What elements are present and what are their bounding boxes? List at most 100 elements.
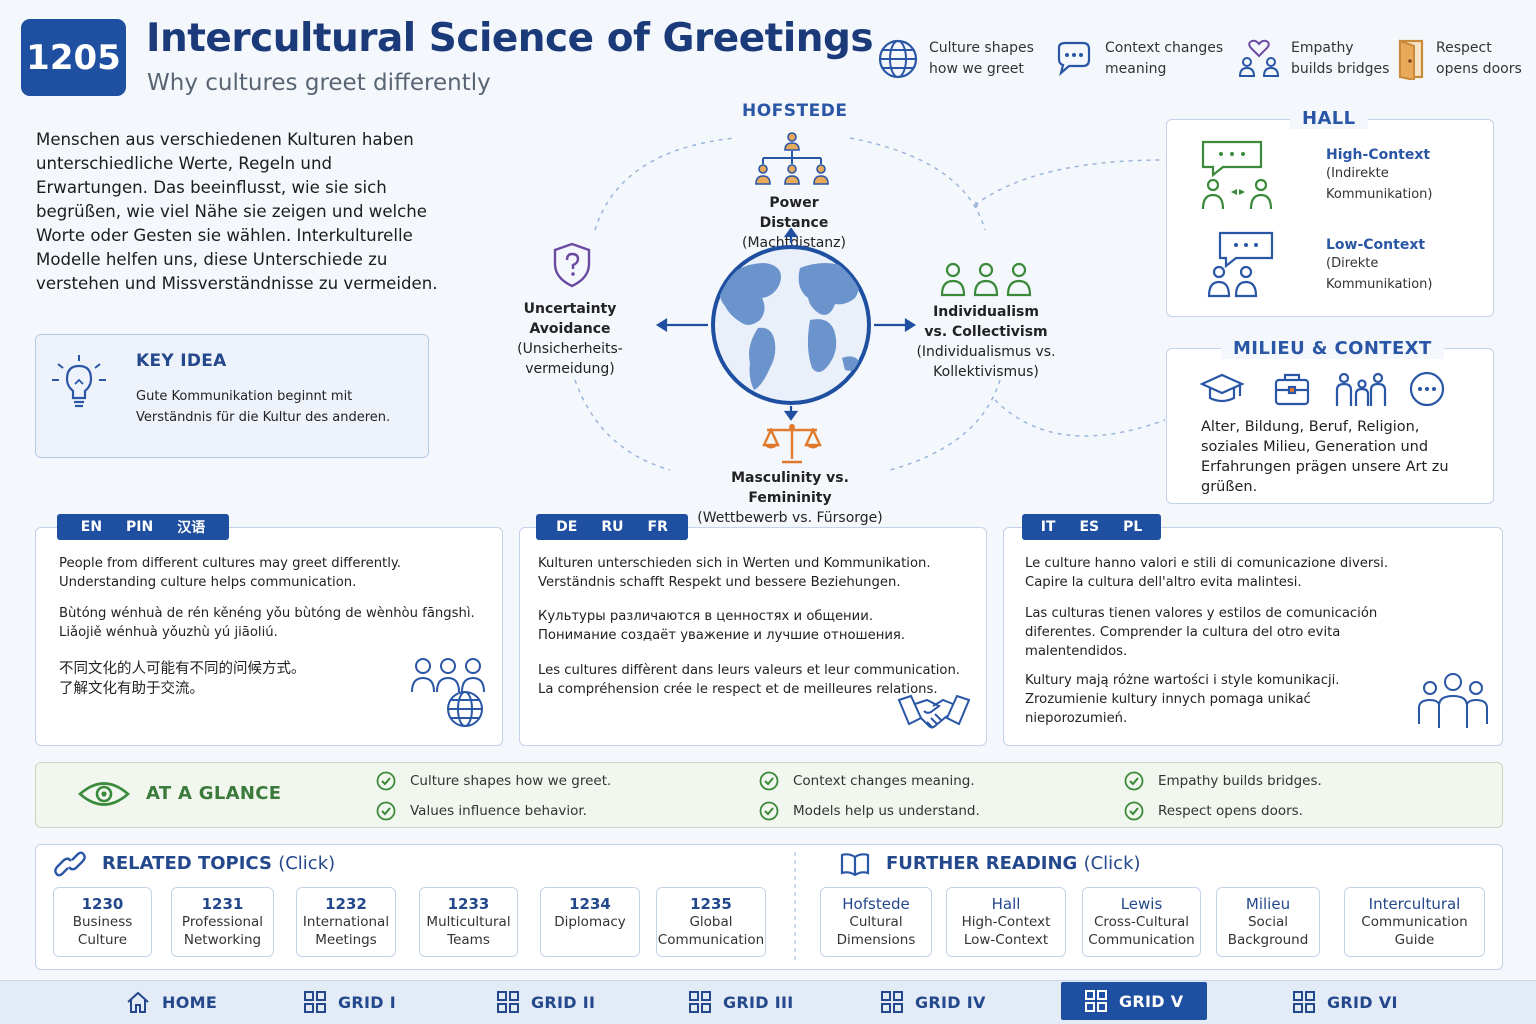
heart-people-icon	[1238, 39, 1280, 77]
nav-grid-1[interactable]: GRID I	[304, 981, 396, 1023]
card-line: Professional	[181, 914, 264, 930]
card-line: Teams	[447, 932, 490, 948]
language-text-3a: Le culture hanno valori e stili di comun…	[1025, 554, 1388, 592]
nav-grid-6[interactable]: GRID VI	[1293, 981, 1398, 1023]
glance-item-text: Models help us understand.	[793, 803, 980, 819]
glance-item-text: Context changes meaning.	[793, 773, 975, 789]
individualism-sub-2: Kollektivismus)	[933, 364, 1039, 380]
card-number: 1234	[569, 895, 611, 913]
nav-label: GRID IV	[915, 992, 986, 1012]
language-text-2b: Культуры различаются в ценностях и общен…	[538, 607, 905, 645]
language-text-1b: Bùtóng wénhuà de rén kěnéng yǒu bùtóng d…	[59, 604, 475, 642]
shield-question-icon	[553, 242, 591, 288]
card-line: Global	[689, 914, 733, 930]
language-tab: RU	[601, 519, 624, 535]
nav-grid-2[interactable]: GRID II	[497, 981, 595, 1023]
card-line: Dimensions	[836, 932, 916, 948]
intro-paragraph: Menschen aus verschiedenen Kulturen habe…	[36, 130, 438, 293]
card-line: Meetings	[315, 932, 377, 948]
glance-item: Models help us understand.	[759, 801, 980, 821]
glance-item-text: Respect opens doors.	[1158, 803, 1303, 819]
nav-label: GRID II	[531, 992, 596, 1012]
language-box-2	[519, 527, 987, 746]
nav-home[interactable]: HOME	[126, 981, 217, 1023]
globe-center-icon	[655, 228, 917, 421]
text-line: Le culture hanno valori e stili di comun…	[1025, 556, 1389, 571]
handshake-icon	[897, 694, 971, 729]
globe-icon	[878, 39, 918, 79]
check-circle-icon	[376, 771, 396, 791]
key-idea-title: KEY IDEA	[136, 351, 227, 371]
card-line: International	[302, 914, 390, 930]
header-item-line1: Culture shapes	[929, 40, 1034, 56]
home-icon	[127, 991, 149, 1013]
text-line: Культуры различаются в ценностях и общен…	[538, 609, 874, 624]
text-line: La compréhension crée le respect et de m…	[538, 682, 938, 697]
masculinity-title: Masculinity vs. Femininity	[731, 470, 849, 506]
header-item-line2: opens doors	[1436, 61, 1522, 77]
individualism-title-2: vs. Collectivism	[924, 324, 1048, 340]
text-line: Understanding culture helps communicatio…	[59, 575, 357, 590]
bottom-nav-bar	[0, 980, 1536, 1024]
nav-grid-3[interactable]: GRID III	[689, 981, 794, 1023]
book-icon	[840, 853, 870, 876]
language-tab: DE	[556, 519, 578, 535]
language-box-1	[35, 527, 503, 746]
low-context-icon	[1207, 231, 1274, 298]
check-circle-icon	[376, 801, 396, 821]
balance-scale-icon	[762, 424, 822, 464]
page-title: Intercultural Science of Greetings	[146, 16, 874, 61]
language-tabs-2: DE RU FR	[536, 514, 688, 540]
text-line: Kulturen unterschieden sich in Werten un…	[538, 556, 931, 571]
language-tab: PL	[1123, 519, 1143, 535]
card-line: Background	[1227, 932, 1309, 948]
lightbulb-icon	[52, 355, 106, 408]
grid-icon	[881, 991, 903, 1013]
card-line: Networking	[183, 932, 262, 948]
language-tab: FR	[647, 519, 668, 535]
check-circle-icon	[759, 771, 779, 791]
nav-label: GRID VI	[1327, 992, 1398, 1012]
card-line: Diplomacy	[554, 914, 626, 930]
low-context-sub-1: (Direkte	[1326, 256, 1379, 271]
hall-box	[1166, 119, 1494, 317]
text-line: diferentes. Comprender la cultura del ot…	[1025, 625, 1341, 640]
at-a-glance-box	[35, 762, 1503, 828]
text-line: malentendidos.	[1025, 644, 1128, 659]
card-line: Communication	[1361, 914, 1468, 930]
text-line: 不同文化的人可能有不同的问候方式。	[59, 661, 306, 677]
card-title: Hall	[991, 895, 1021, 913]
key-idea-text: Gute Kommunikation beginnt mit Verständn…	[136, 389, 391, 425]
reading-title-text: FURTHER READING	[886, 853, 1078, 874]
nav-grid-4[interactable]: GRID IV	[881, 981, 986, 1023]
page-subtitle: Why cultures greet differently	[147, 70, 491, 96]
glance-item: Context changes meaning.	[759, 771, 975, 791]
milieu-title: MILIEU & CONTEXT	[1221, 338, 1444, 359]
nav-grid-5[interactable]: GRID V	[1061, 982, 1208, 1020]
check-circle-icon	[1124, 801, 1144, 821]
glance-item: Culture shapes how we greet.	[376, 771, 611, 791]
text-line: Liǎojiě wénhuà yǒuzhù yú jiāoliú.	[59, 625, 278, 640]
card-line: Business	[72, 914, 133, 930]
language-text-1a: People from different cultures may greet…	[59, 554, 401, 592]
card-title: Milieu	[1245, 895, 1291, 913]
grid-icon	[689, 991, 711, 1013]
card-title: Lewis	[1120, 895, 1163, 913]
topic-number-badge: 1205	[21, 19, 126, 96]
